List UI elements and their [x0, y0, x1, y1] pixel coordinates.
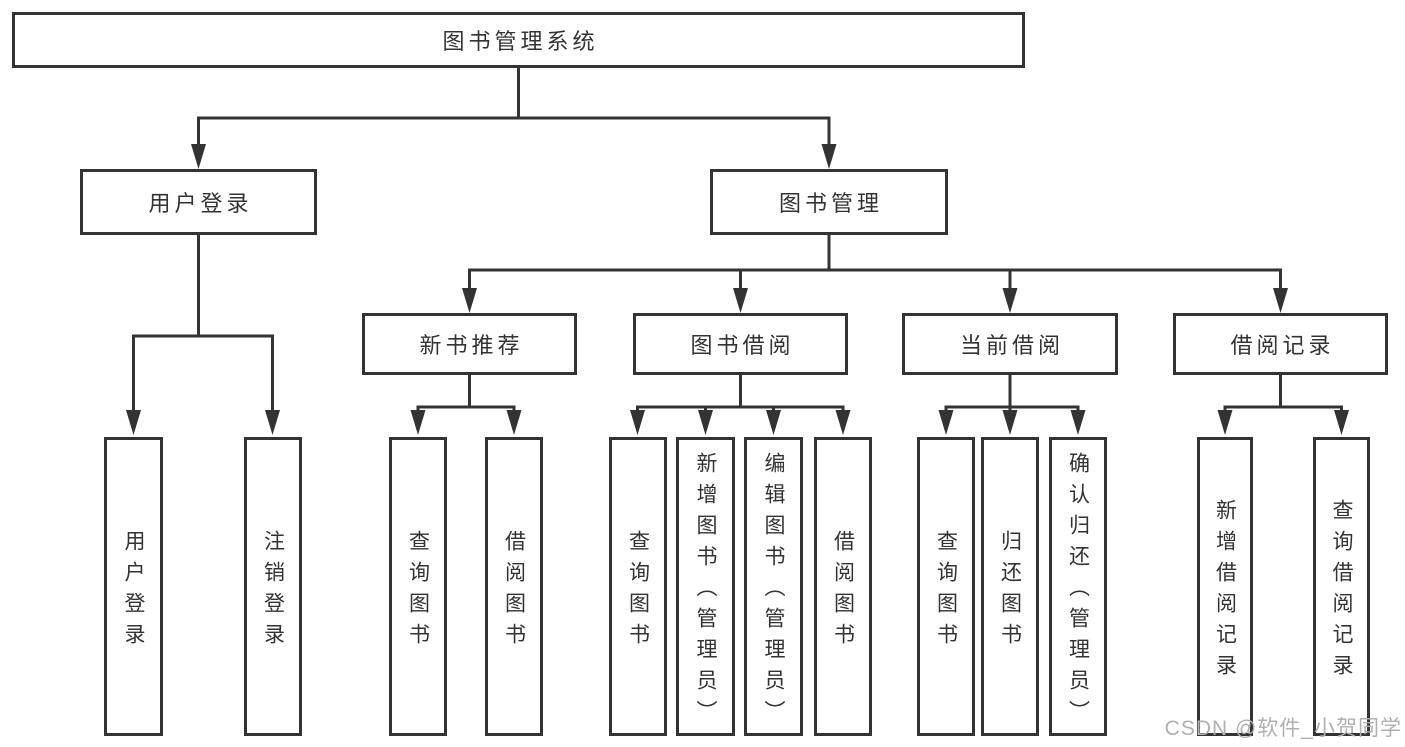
node-book-borrowing-label: 图书借阅 — [690, 333, 795, 358]
leaf-add-book-admin-label: 新增图书（管理员） — [694, 452, 717, 731]
node-user-login-label: 用户登录 — [148, 191, 253, 216]
leaf-query-borrow-record-label: 查询借阅记录 — [1330, 498, 1353, 685]
node-user-login: 用户登录 — [80, 169, 317, 235]
node-borrow-records-label: 借阅记录 — [1230, 333, 1335, 358]
node-new-book-recommend: 新书推荐 — [362, 313, 577, 375]
node-library-system: 图书管理系统 — [12, 12, 1025, 68]
leaf-add-borrow-record: 新增借阅记录 — [1197, 437, 1253, 736]
leaf-return-books: 归还图书 — [981, 437, 1039, 736]
leaf-confirm-return-admin: 确认归还（管理员） — [1049, 437, 1107, 736]
node-library-system-label: 图书管理系统 — [442, 29, 599, 54]
node-book-borrowing: 图书借阅 — [633, 313, 848, 375]
node-book-management: 图书管理 — [710, 169, 948, 235]
leaf-borrowing-query-books-label: 查询图书 — [626, 529, 650, 654]
node-borrow-records: 借阅记录 — [1173, 313, 1388, 375]
leaf-current-query-books-label: 查询图书 — [934, 529, 958, 654]
leaf-borrowing-borrow-books-label: 借阅图书 — [831, 529, 855, 654]
leaf-recommend-borrow-books-label: 借阅图书 — [502, 529, 526, 654]
csdn-watermark: CSDN @软件_小贺同学 — [1164, 717, 1402, 740]
leaf-recommend-query-books: 查询图书 — [389, 437, 447, 736]
leaf-borrowing-query-books: 查询图书 — [609, 437, 667, 736]
leaf-return-books-label: 归还图书 — [998, 529, 1022, 654]
leaf-edit-book-admin: 编辑图书（管理员） — [744, 437, 803, 736]
leaf-user-login-label: 用户登录 — [122, 529, 145, 654]
node-new-book-recommend-label: 新书推荐 — [419, 333, 524, 358]
node-current-borrowing: 当前借阅 — [902, 313, 1118, 375]
leaf-logout: 注销登录 — [244, 437, 302, 736]
leaf-borrowing-borrow-books: 借阅图书 — [814, 437, 872, 736]
leaf-query-borrow-record: 查询借阅记录 — [1313, 437, 1370, 736]
leaf-recommend-borrow-books: 借阅图书 — [485, 437, 543, 736]
leaf-recommend-query-books-label: 查询图书 — [406, 529, 430, 654]
node-current-borrowing-label: 当前借阅 — [959, 333, 1064, 358]
leaf-edit-book-admin-label: 编辑图书（管理员） — [762, 452, 785, 731]
leaf-confirm-return-admin-label: 确认归还（管理员） — [1066, 452, 1090, 731]
leaf-current-query-books: 查询图书 — [917, 437, 975, 736]
leaf-logout-label: 注销登录 — [261, 529, 285, 654]
leaf-add-borrow-record-label: 新增借阅记录 — [1213, 498, 1237, 685]
node-book-management-label: 图书管理 — [778, 191, 883, 216]
leaf-user-login: 用户登录 — [104, 437, 163, 736]
leaf-add-book-admin: 新增图书（管理员） — [676, 437, 735, 736]
